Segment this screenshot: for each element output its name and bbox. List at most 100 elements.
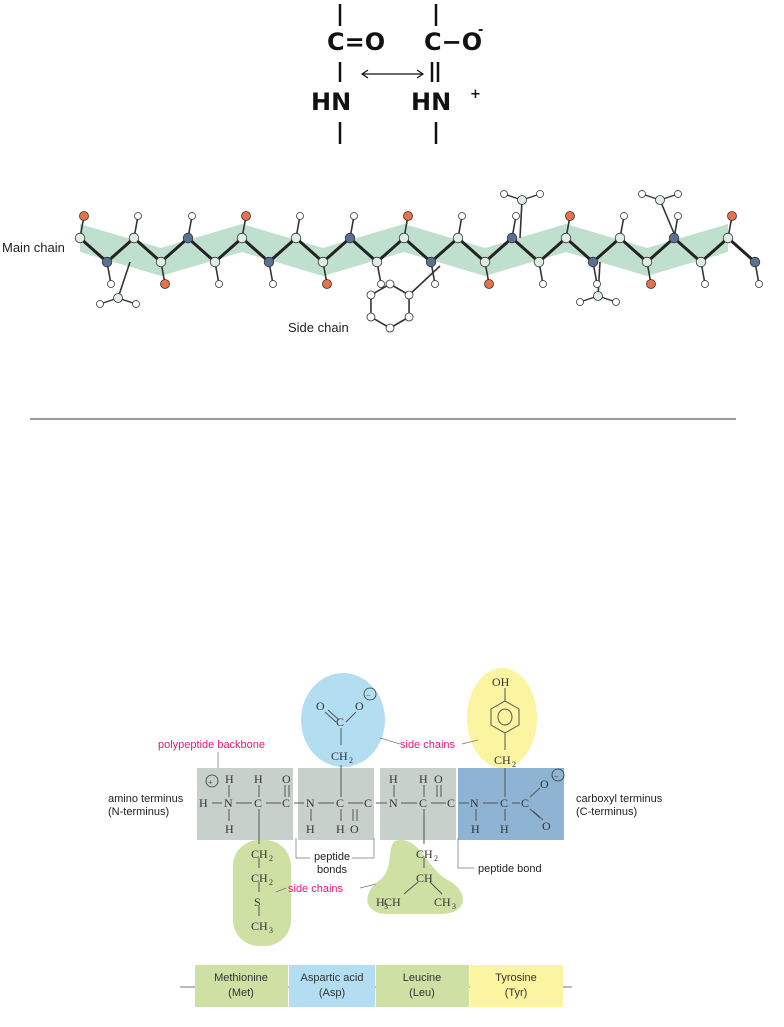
carbon-atom: [155, 256, 167, 268]
main-chain-bond: [376, 236, 405, 264]
side-chain-bond: [659, 199, 677, 239]
svg-text:2: 2: [512, 760, 516, 769]
carbon-atom: [371, 256, 383, 268]
svg-text:H: H: [336, 822, 345, 836]
svg-text:2: 2: [434, 854, 438, 863]
carbon-atom: [560, 232, 572, 244]
nitrogen-atom: [182, 232, 194, 244]
carbon-atom: [641, 256, 653, 268]
arrow-head-right: [416, 69, 425, 79]
carbonyl-right: C−O: [424, 28, 482, 56]
main-chain-bond: [106, 236, 135, 264]
svg-text:(Met): (Met): [228, 987, 254, 999]
peptide-bond-label: peptide bond: [478, 863, 542, 875]
svg-text:(Leu): (Leu): [409, 987, 435, 999]
positive-charge-icon: [205, 774, 219, 788]
ring-atom: [404, 312, 414, 322]
negative-charge-icon: [363, 687, 377, 701]
oxygen-atom: [646, 279, 656, 289]
svg-text:H: H: [306, 822, 315, 836]
hydrogen-atom: [701, 280, 709, 288]
svg-text:(Tyr): (Tyr): [505, 987, 528, 999]
svg-text:CH: CH: [416, 847, 433, 861]
carbon-atom: [452, 232, 464, 244]
carbon-atom: [533, 256, 545, 268]
svg-text:OH: OH: [492, 675, 510, 689]
main-chain-bond: [538, 236, 567, 264]
svg-text:O: O: [434, 772, 443, 786]
svg-text:−: −: [366, 691, 371, 700]
svg-text:N: N: [306, 796, 315, 810]
carbon-atom: [290, 232, 302, 244]
svg-text:N: N: [470, 796, 479, 810]
main-chain-bond: [160, 236, 189, 264]
svg-text:N: N: [389, 796, 398, 810]
svg-text:O: O: [316, 699, 325, 713]
residue-leu: [376, 965, 469, 1007]
svg-text:C: C: [419, 796, 427, 810]
hydrogen-atom: [576, 298, 584, 306]
svg-text:−: −: [554, 772, 559, 781]
hydrogen-atom: [269, 280, 277, 288]
main-chain-bond: [700, 236, 729, 264]
svg-text:C: C: [282, 796, 290, 810]
side-chains-bottom-label: side chains: [288, 883, 344, 895]
main-chain-bond: [268, 236, 297, 264]
hydrogen-atom: [96, 300, 104, 308]
peptide-diagram: H N H H + C H C O N H C H C O N H C H C …: [108, 668, 663, 1007]
main-chain-bond: [511, 236, 540, 264]
nitrogen-atom: [749, 256, 761, 268]
svg-text:CH: CH: [416, 871, 433, 885]
hydrogen-atom: [755, 280, 763, 288]
main-chain-bond: [619, 236, 648, 264]
ring-atom: [385, 279, 395, 289]
svg-text:O: O: [540, 777, 549, 791]
charge-positive: +: [470, 87, 481, 102]
resonance-structure: C=O HN C−O - HN +: [311, 4, 483, 144]
backbone-box-asp: [298, 768, 374, 840]
main-chain-bond: [133, 236, 162, 264]
hydrogen-atom: [377, 280, 385, 288]
nitrogen-atom: [101, 256, 113, 268]
svg-text:H: H: [199, 796, 208, 810]
ball-and-stick-model: Main chain Side chain: [0, 176, 784, 348]
carbon-atom: [128, 232, 140, 244]
nitrogen-atom: [425, 256, 437, 268]
svg-text:CH: CH: [331, 749, 348, 763]
svg-text:CH: CH: [434, 895, 451, 909]
svg-text:3: 3: [384, 902, 388, 911]
carbon-atom: [479, 256, 491, 268]
hydrogen-atom: [296, 212, 304, 220]
oxygen-atom: [727, 211, 737, 221]
svg-text:O: O: [282, 772, 291, 786]
svg-text:CH: CH: [384, 895, 401, 909]
nitrogen-atom: [506, 232, 518, 244]
svg-text:CH: CH: [251, 919, 268, 933]
atom-balls: [74, 190, 763, 333]
hydrogen-atom: [431, 280, 439, 288]
svg-text:+: +: [208, 778, 213, 787]
side-chain-asp-blob: [301, 673, 385, 767]
residue-tyr: [470, 965, 563, 1007]
hydrogen-atom: [620, 212, 628, 220]
hydrogen-atom: [674, 190, 682, 198]
carbon-atom: [655, 195, 665, 205]
svg-text:2: 2: [269, 878, 273, 887]
svg-text:3: 3: [269, 926, 273, 935]
svg-text:Tyrosine: Tyrosine: [495, 972, 537, 984]
main-chain-bond: [484, 236, 513, 264]
carbon-atom: [593, 291, 603, 301]
svg-text:O: O: [355, 699, 364, 713]
carbon-atom: [317, 256, 329, 268]
hydrogen-atom: [593, 280, 601, 288]
nitrogen-atom: [668, 232, 680, 244]
carbon-atom: [209, 256, 221, 268]
side-chain-atoms: CH 2 C O O − CH 2 OH CH 2 CH 2 S CH 3 CH…: [251, 675, 516, 935]
nitrogen-atom: [587, 256, 599, 268]
main-chain-bond: [295, 236, 324, 264]
oxygen-atom: [403, 211, 413, 221]
peptide-bonds-label: peptide: [314, 851, 350, 863]
svg-text:O: O: [350, 822, 359, 836]
svg-text:CH: CH: [251, 871, 268, 885]
